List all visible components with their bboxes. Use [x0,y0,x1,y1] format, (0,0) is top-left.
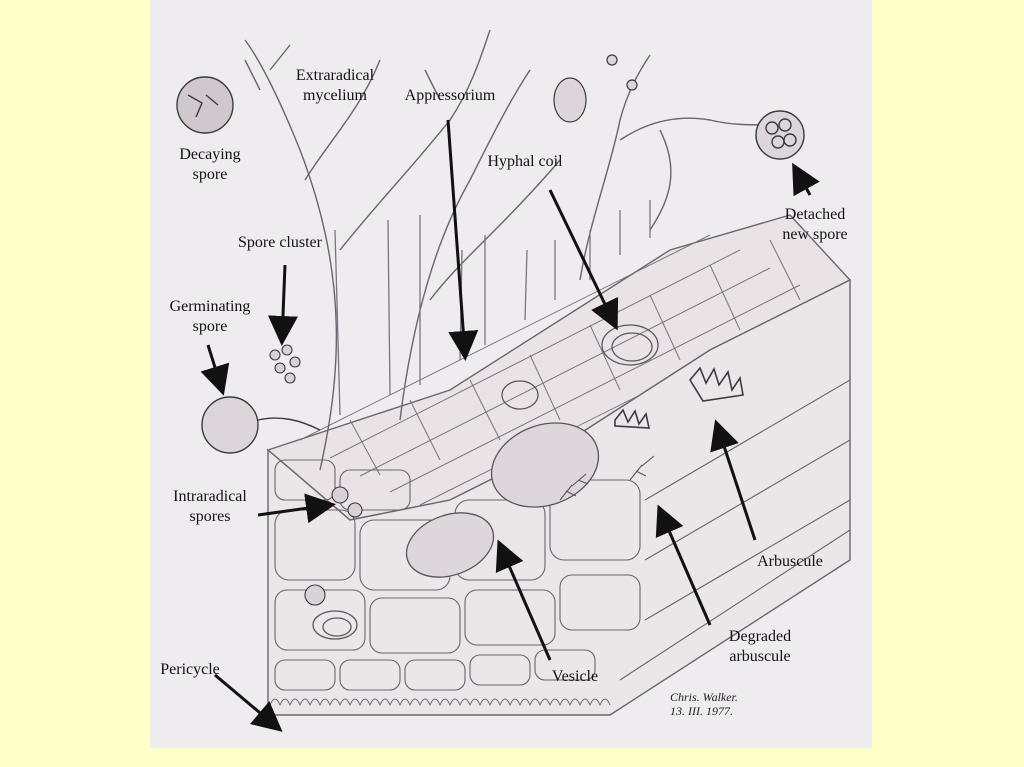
label-arbuscule: Arbuscule [757,553,823,570]
root-cross-section-drawing [176,29,852,732]
hyphal-coils [312,324,659,640]
label-hyphal-coil: Hyphal coil [487,153,563,170]
label-degraded-arbuscule: Degraded arbuscule [728,628,792,665]
attached-spores [553,54,638,123]
decaying-spore [176,76,234,134]
label-detached-new-spore: Detached new spore [782,206,848,243]
label-appressorium: Appressorium [404,87,496,104]
germinating-spore [201,396,321,454]
label-spore-cluster: Spore cluster [238,234,322,251]
epidermal-cells [299,234,831,506]
label-germinating-spore: Germinating spore [169,298,251,335]
label-arrows [200,119,820,732]
pericycle-cells [269,698,611,707]
spore-cluster [269,344,301,384]
label-decaying-spore: Decaying spore [179,146,241,183]
extraradical-hyphae [244,29,771,471]
arbuscules [614,366,744,429]
artist-signature: Chris. Walker. 13. III. 1977. [670,690,738,718]
label-vesicle: Vesicle [551,668,599,685]
intraradical-spores [304,486,363,606]
root-hairs [334,200,651,416]
label-pericycle: Pericycle [160,661,220,678]
label-intraradical-spores: Intraradical spores [173,488,247,525]
degraded-arbuscule [559,455,655,501]
illustration-panel: Extraradical mycelium Appressorium Decay… [150,0,872,748]
label-extraradical-mycelium: Extraradical mycelium [295,67,375,104]
detached-new-spore [755,110,805,160]
